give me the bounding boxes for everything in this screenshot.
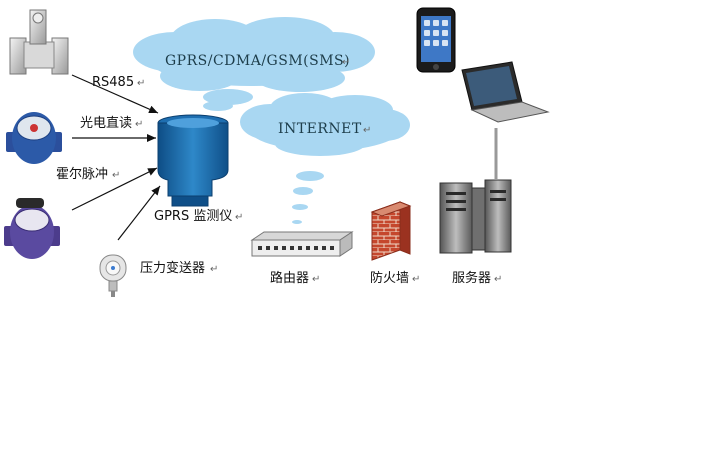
- gprs-cloud-label: GPRS/CDMA/GSM(SMS): [165, 53, 350, 69]
- cloud-connector-bubbles: [203, 89, 253, 111]
- internet-cloud-label: INTERNET: [278, 121, 362, 137]
- router-image: [250, 231, 354, 257]
- paragraph-mark: ↵: [494, 274, 502, 285]
- label-pressure-transmitter: 压力变送器: [140, 260, 205, 276]
- arrow-hall-pulse-to-monitor: [71, 167, 158, 211]
- flow-meter-image: [9, 9, 69, 75]
- paragraph-mark: ↵: [342, 57, 350, 68]
- paragraph-mark: ↵: [235, 212, 243, 223]
- pressure-transmitter-image: [99, 254, 127, 297]
- laptop-image: [461, 61, 550, 123]
- paragraph-mark: ↵: [312, 274, 320, 285]
- paragraph-mark: ↵: [412, 274, 420, 285]
- arrow-flow-meter-to-monitor: [71, 74, 159, 114]
- arrow-pressure-to-monitor: [117, 185, 161, 241]
- gprs-cloud: GPRS/CDMA/GSM(SMS) ↵: [133, 17, 375, 92]
- paragraph-mark: ↵: [210, 264, 218, 275]
- label-direct-read: 光电直读: [80, 116, 132, 131]
- label-router: 路由器: [270, 270, 309, 286]
- label-gprs-monitor: GPRS 监测仪: [154, 209, 232, 224]
- paragraph-mark: ↵: [112, 170, 120, 181]
- water-meter-blue-image: [6, 112, 62, 164]
- server-image: [439, 179, 512, 254]
- label-firewall: 防火墙: [370, 270, 409, 286]
- gprs-monitor-image: [157, 114, 229, 207]
- firewall-image: [370, 201, 412, 261]
- paragraph-mark: ↵: [137, 78, 145, 89]
- label-rs485: RS485: [92, 75, 134, 90]
- internet-to-router-bubbles: [292, 171, 324, 224]
- label-server: 服务器: [452, 270, 491, 286]
- paragraph-mark: ↵: [363, 125, 371, 136]
- label-hall-pulse: 霍尔脉冲: [56, 167, 108, 182]
- internet-cloud: INTERNET ↵: [240, 93, 410, 156]
- paragraph-mark: ↵: [135, 119, 143, 130]
- water-meter-purple-image: [4, 198, 60, 259]
- smartphone-image: [416, 7, 456, 73]
